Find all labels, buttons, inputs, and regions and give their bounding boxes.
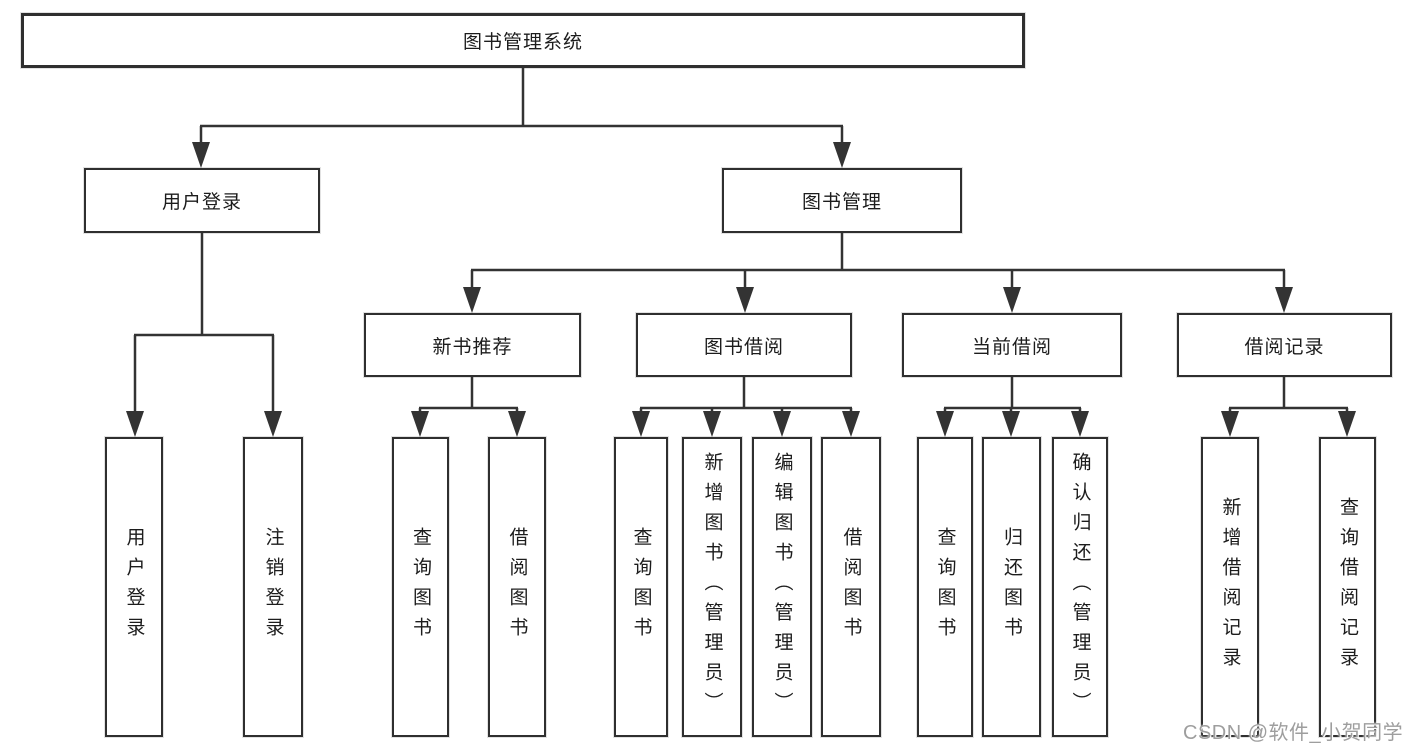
leaf-borrow-books-newbooks: 借阅图书 xyxy=(488,437,546,737)
leaf-query-books-borrowing: 查询图书 xyxy=(614,437,668,737)
leaf-query-borrow-record: 查询借阅记录 xyxy=(1319,437,1376,737)
node-current-borrowing: 当前借阅 xyxy=(902,313,1122,377)
node-new-book-recommend: 新书推荐 xyxy=(364,313,581,377)
leaf-add-book-admin: 新增图书（管理员） xyxy=(682,437,742,737)
node-borrow-records: 借阅记录 xyxy=(1177,313,1392,377)
leaf-return-book: 归还图书 xyxy=(982,437,1041,737)
leaf-confirm-return-admin: 确认归还（管理员） xyxy=(1052,437,1108,737)
leaf-borrow-books-borrowing: 借阅图书 xyxy=(821,437,881,737)
leaf-query-books-newbooks: 查询图书 xyxy=(392,437,449,737)
watermark-text: CSDN @软件_小贺同学 xyxy=(1183,722,1404,744)
node-book-management: 图书管理 xyxy=(722,168,962,233)
leaf-query-books-current: 查询图书 xyxy=(917,437,973,737)
node-user-login: 用户登录 xyxy=(84,168,320,233)
leaf-add-borrow-record: 新增借阅记录 xyxy=(1201,437,1259,737)
node-book-borrowing: 图书借阅 xyxy=(636,313,852,377)
leaf-edit-book-admin: 编辑图书（管理员） xyxy=(752,437,812,737)
leaf-user-login: 用户登录 xyxy=(105,437,163,737)
leaf-logout: 注销登录 xyxy=(243,437,303,737)
node-library-system-root: 图书管理系统 xyxy=(21,13,1025,68)
